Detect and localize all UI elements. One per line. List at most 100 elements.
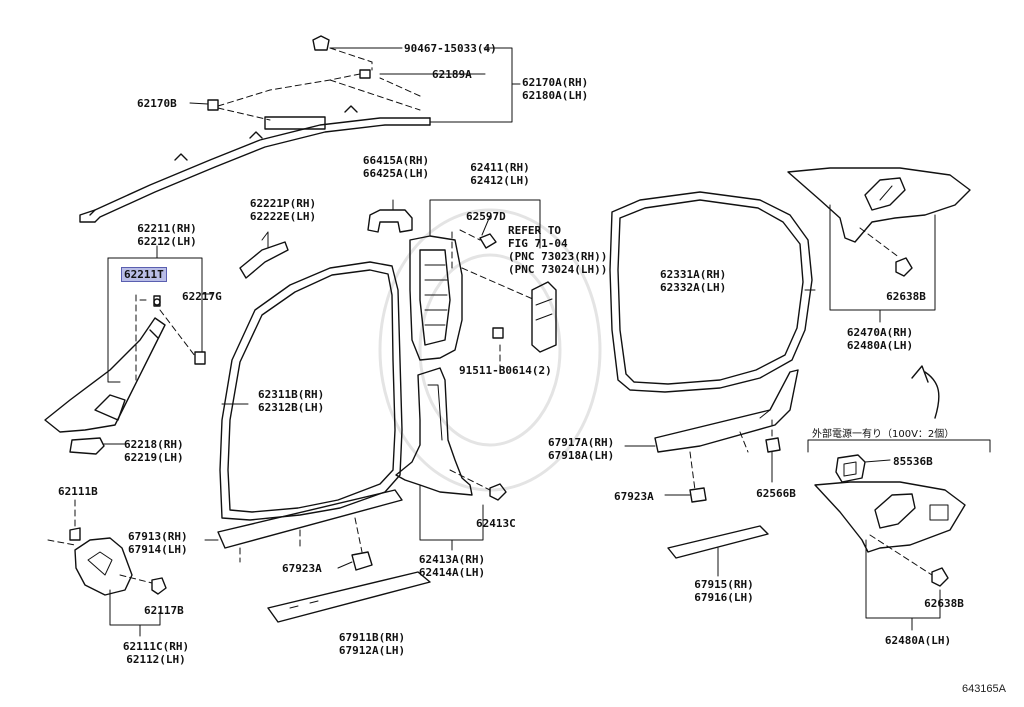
label-62331a[interactable]: 62331A(RH) 62332A(LH): [660, 268, 726, 294]
label-62218[interactable]: 62218(RH) 62219(LH): [124, 438, 184, 464]
label-67912a-lh: 67912A(LH): [338, 644, 406, 657]
label-62170a-rh: 62170A(RH): [522, 76, 589, 89]
label-62413c[interactable]: 62413C: [476, 517, 516, 530]
label-62638b-bottom[interactable]: 62638B: [924, 597, 964, 610]
a-pillar-trim: [44, 295, 206, 433]
label-66425a-lh: 66425A(LH): [362, 167, 430, 180]
label-62413a[interactable]: 62413A(RH) 62414A(LH): [419, 553, 485, 579]
b-pillar-upper: [409, 235, 463, 361]
label-90467-15033[interactable]: 90467-15033(4): [404, 42, 497, 55]
rear-quarter-lower-leaders: [869, 534, 933, 576]
power-outlet-85536b: [835, 454, 891, 483]
front-scuff-leaders: [239, 517, 363, 563]
label-62211[interactable]: 62211(RH) 62212(LH): [137, 222, 197, 248]
label-62218-rh: 62218(RH): [124, 438, 184, 451]
label-refer-to[interactable]: REFER TO FIG 71-04 (PNC 73023(RH)) (PNC …: [508, 224, 607, 276]
label-62312b-lh: 62312B(LH): [258, 401, 325, 414]
label-62221p[interactable]: 62221P(RH) 62222E(LH): [250, 197, 316, 223]
roof-clips: [207, 35, 371, 111]
b-pillar-lower: [395, 367, 507, 501]
b-pillar-bracket-66415a: [367, 209, 413, 233]
refer-line-2: FIG 71-04: [508, 237, 568, 250]
rear-quarter-bracket: [829, 204, 936, 323]
label-67923a-right[interactable]: 67923A: [614, 490, 654, 503]
label-62470a-rh: 62470A(RH): [846, 326, 914, 339]
label-62411-rh: 62411(RH): [470, 161, 530, 174]
label-62189a[interactable]: 62189A: [432, 68, 472, 81]
label-62411[interactable]: 62411(RH) 62412(LH): [470, 161, 530, 187]
jp-note-bracket: [807, 439, 991, 453]
label-66415a[interactable]: 66415A(RH) 66425A(LH): [363, 154, 429, 180]
label-67913[interactable]: 67913(RH) 67914(LH): [128, 530, 188, 556]
label-67923a-left[interactable]: 67923A: [282, 562, 322, 575]
figure-id: 643165A: [961, 683, 1006, 695]
b-lower-leaders: [449, 469, 491, 491]
clip-62566b: [765, 437, 781, 483]
a-pillar-clip-62218: [69, 437, 126, 455]
seatbelt-cover: [531, 281, 557, 353]
clip-67923a-left: [337, 551, 373, 571]
b-lower-bracket: [419, 484, 484, 551]
label-62219-lh: 62219(LH): [124, 451, 184, 464]
roof-side-trim: [79, 105, 431, 223]
label-66415a-rh: 66415A(RH): [362, 154, 430, 167]
rear-scuff-leaders: [689, 419, 773, 491]
label-62480a-lh: 62480A(LH): [846, 339, 914, 352]
label-62331a-rh: 62331A(RH): [660, 268, 727, 281]
cowl-side-trim: [69, 527, 167, 596]
label-91511-b0614[interactable]: 91511-B0614(2): [459, 364, 552, 377]
cowl-leaders: [47, 499, 153, 584]
cowl-bracket: [109, 589, 161, 637]
label-67911b-rh: 67911B(RH): [338, 631, 406, 644]
label-62566b[interactable]: 62566B: [756, 487, 796, 500]
label-62111c-rh: 62111C(RH): [122, 640, 190, 653]
label-67916-lh: 67916(LH): [694, 591, 754, 604]
label-62170a[interactable]: 62170A(RH) 62180A(LH): [522, 76, 588, 102]
a-pillar-bracket: [107, 245, 213, 383]
label-62414a-lh: 62414A(LH): [418, 566, 486, 579]
part-62221p: [239, 231, 289, 279]
label-67913-rh: 67913(RH): [128, 530, 188, 543]
front-door-weatherstrip: [219, 261, 403, 521]
a-pillar-leaders: [135, 294, 196, 381]
label-67911b[interactable]: 67911B(RH) 67912A(LH): [339, 631, 405, 657]
label-85536b[interactable]: 85536B: [893, 455, 933, 468]
label-67918a-lh: 67918A(LH): [548, 449, 615, 462]
label-62111b[interactable]: 62111B: [58, 485, 98, 498]
label-62597d[interactable]: 62597D: [466, 210, 506, 223]
label-67915[interactable]: 67915(RH) 67916(LH): [694, 578, 754, 604]
rear-scuff-plate: [624, 369, 799, 453]
rear-quarter-leaders: [859, 227, 901, 259]
label-67917a-rh: 67917A(RH): [548, 436, 615, 449]
direction-arrow: [911, 365, 940, 419]
label-67915-rh: 67915(RH): [694, 578, 754, 591]
label-62117b[interactable]: 62117B: [144, 604, 184, 617]
roof-callout-lines: [189, 47, 521, 123]
label-62332a-lh: 62332A(LH): [660, 281, 727, 294]
b-pillar-leaders: [451, 229, 536, 369]
label-62221p-rh: 62221P(RH): [249, 197, 317, 210]
front-scuff-plate: [204, 489, 403, 549]
rear-door-weatherstrip: [609, 191, 816, 393]
label-62112-lh: 62112(LH): [126, 653, 186, 666]
refer-line-1: REFER TO: [508, 224, 561, 237]
b-pillar-clips: [479, 233, 504, 339]
front-door-sill: [267, 571, 431, 623]
label-62212-lh: 62212(LH): [137, 235, 197, 248]
label-62111c[interactable]: 62111C(RH) 62112(LH): [123, 640, 189, 666]
clip-67923a-right: [664, 487, 707, 503]
label-62638b-top[interactable]: 62638B: [886, 290, 926, 303]
label-62217g[interactable]: 62217G: [182, 290, 222, 303]
label-62311b[interactable]: 62311B(RH) 62312B(LH): [258, 388, 324, 414]
label-62412-lh: 62412(LH): [470, 174, 530, 187]
label-62211-rh: 62211(RH): [137, 222, 197, 235]
label-62222e-lh: 62222E(LH): [249, 210, 317, 223]
label-67917a[interactable]: 67917A(RH) 67918A(LH): [548, 436, 614, 462]
label-62470a[interactable]: 62470A(RH) 62480A(LH): [847, 326, 913, 352]
label-62170b[interactable]: 62170B: [137, 97, 177, 110]
label-62211t-highlighted[interactable]: 62211T: [121, 267, 167, 282]
label-62480a-lh[interactable]: 62480A(LH): [884, 634, 952, 647]
label-jp-power-note: 外部電源一有り（100V：2個）: [812, 429, 955, 440]
label-62311b-rh: 62311B(RH): [258, 388, 325, 401]
